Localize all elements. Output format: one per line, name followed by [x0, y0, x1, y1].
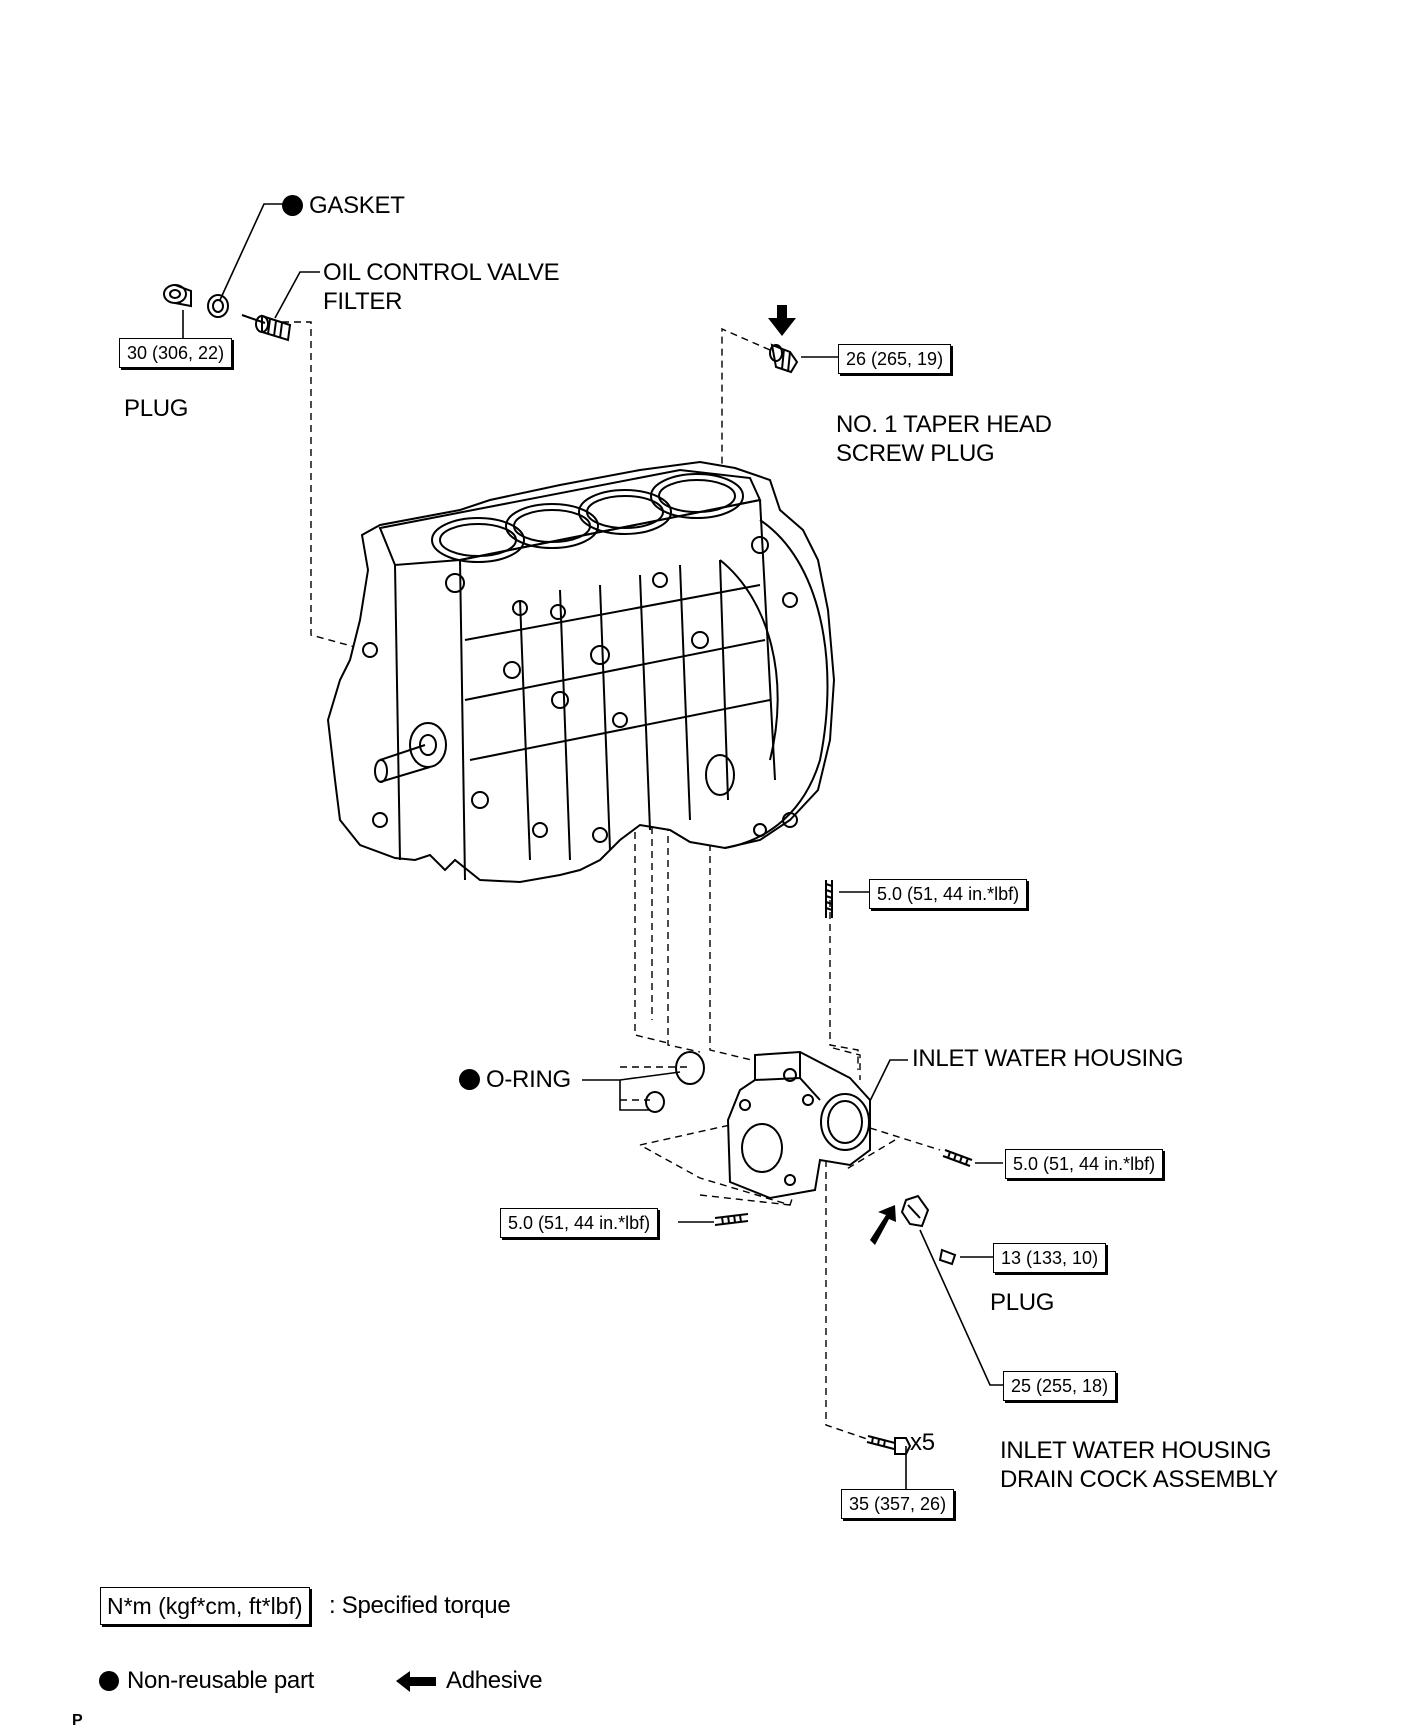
stud-upper-part: [825, 880, 833, 918]
torque-plug-top: 30 (306, 22): [119, 338, 233, 368]
plug-right-part: [938, 1248, 957, 1266]
taper-plug-label: NO. 1 TAPER HEAD SCREW PLUG: [836, 411, 1052, 467]
torque-taper-plug: 26 (265, 19): [838, 344, 952, 374]
cylinder-block: [326, 460, 836, 884]
oil-control-valve-filter-label: OIL CONTROL VALVE FILTER: [323, 259, 560, 315]
taper-plug-part: [769, 343, 799, 374]
adhesive-arrow-right: [870, 1205, 896, 1245]
non-reusable-dot-icon: [282, 195, 303, 216]
stud-right-part: [942, 1149, 973, 1167]
drain-cock-label: INLET WATER HOUSING DRAIN COCK ASSEMBLY: [1000, 1437, 1278, 1493]
inlet-water-housing-part: [726, 1050, 871, 1200]
inlet-water-housing-label: INLET WATER HOUSING: [912, 1045, 1184, 1072]
torque-plug-right: 13 (133, 10): [993, 1243, 1107, 1273]
legend-torque-box: N*m (kgf*cm, ft*lbf): [100, 1587, 310, 1625]
torque-stud-left: 5.0 (51, 44 in.*lbf): [500, 1208, 659, 1238]
legend-torque-desc: : Specified torque: [329, 1592, 511, 1619]
o-ring-label: O-RING: [459, 1065, 571, 1094]
gasket-label: GASKET: [282, 191, 405, 220]
gasket-part: [207, 294, 229, 318]
legend-dot-icon: [99, 1671, 119, 1691]
legend-adhesive-arrow-icon: [396, 1671, 436, 1692]
stud-left-part: [714, 1213, 749, 1226]
legend-non-reusable: Non-reusable part: [127, 1667, 315, 1694]
plug-top-label: PLUG: [124, 395, 189, 422]
torque-drain-cock: 25 (255, 18): [1003, 1371, 1117, 1401]
footer-mark: P: [72, 1712, 83, 1729]
bolt-qty-label: x5: [910, 1429, 935, 1456]
bolt-part: [866, 1435, 912, 1455]
legend-adhesive: Adhesive: [446, 1667, 543, 1694]
torque-stud-upper: 5.0 (51, 44 in.*lbf): [869, 879, 1028, 909]
torque-bolts: 35 (357, 26): [841, 1489, 955, 1519]
plug-right-label: PLUG: [990, 1289, 1055, 1316]
drain-cock-part: [900, 1194, 930, 1228]
adhesive-arrow-top: [768, 305, 796, 336]
torque-stud-right: 5.0 (51, 44 in.*lbf): [1005, 1149, 1164, 1179]
non-reusable-dot-icon: [459, 1069, 480, 1090]
o-ring-parts: [645, 1051, 705, 1113]
leader-lines: [182, 203, 1003, 1490]
plug-top-part: [163, 284, 192, 308]
oil-control-valve-filter-part: [241, 314, 292, 342]
